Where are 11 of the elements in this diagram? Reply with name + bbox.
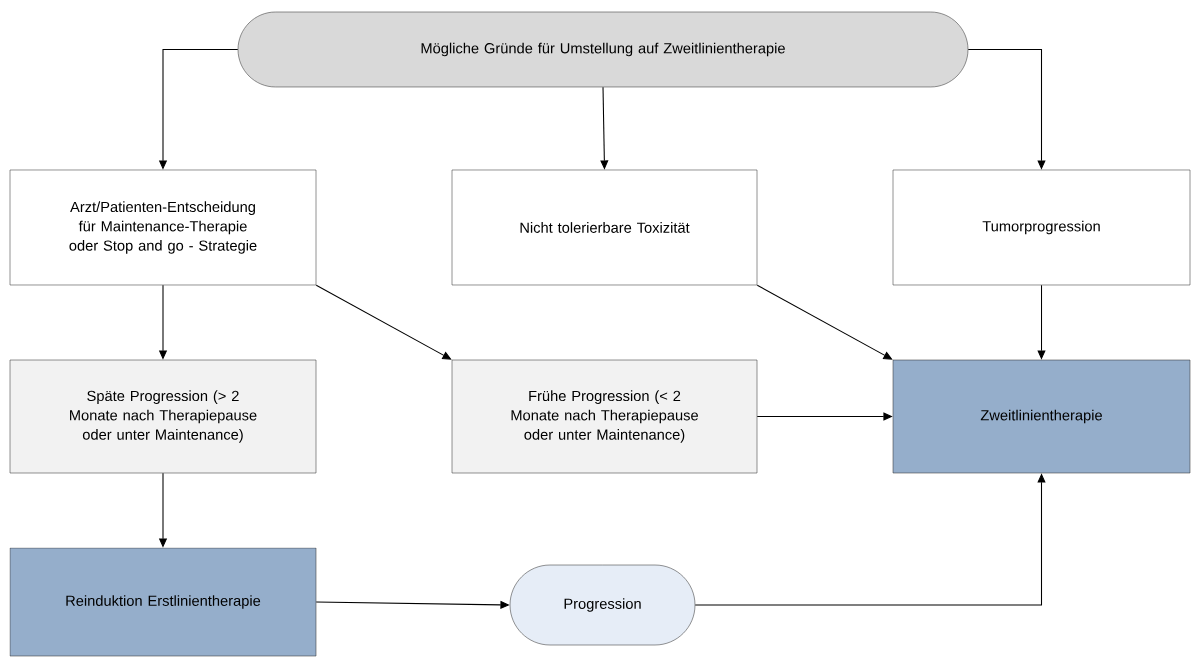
arrow <box>315 284 452 360</box>
process-box: Späte Progression (> 2 Monate nach Therapiepause oder unter Maintenance) <box>9 359 317 474</box>
process-box: Tumorprogression <box>892 169 1191 286</box>
process-box: Nicht tolerierbare Toxizität <box>451 169 758 286</box>
process-box: Reinduktion Erstlinientherapie <box>9 547 317 657</box>
process-box: Zweitlinientherapie <box>892 359 1191 474</box>
process-box: Arzt/Patienten-Entscheidung für Maintenance-Therapie oder Stop and go - Strategie <box>9 169 317 286</box>
arrow <box>756 284 893 360</box>
terminal-pill: Mögliche Gründe für Umstellung auf Zweitlinientherapie <box>237 11 969 88</box>
process-box: Frühe Progression (< 2 Monate nach Therapiepause oder unter Maintenance) <box>451 359 758 474</box>
terminal-pill: Progression <box>509 564 696 646</box>
